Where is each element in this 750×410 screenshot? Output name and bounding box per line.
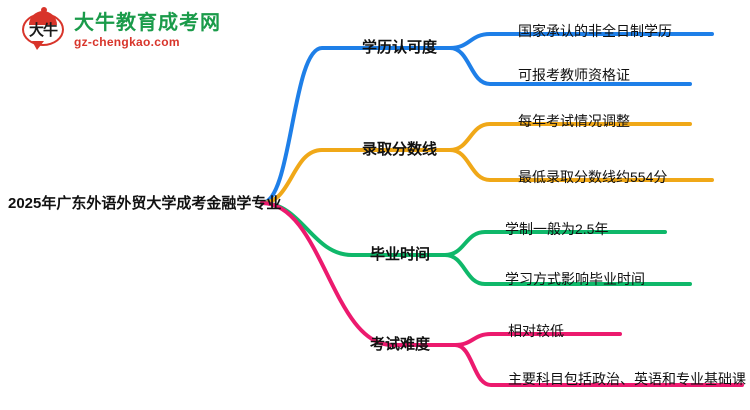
logo-mark-text: 大牛 (28, 22, 58, 39)
mindmap-leaf-1-1: 最低录取分数线约554分 (518, 169, 668, 185)
mindmap-leaf-3-1: 主要科目包括政治、英语和专业基础课 (508, 371, 746, 387)
mindmap-branch-label-2: 毕业时间 (370, 246, 431, 263)
logo-subtitle: gz-chengkao.com (74, 34, 180, 49)
logo-bubble-tail (32, 41, 44, 50)
logo-cap-knob (41, 7, 47, 13)
connector-root-to-branch-0 (260, 46, 452, 205)
mindmap-leaf-2-1: 学习方式影响毕业时间 (505, 271, 645, 287)
mindmap-branch-label-0: 学历认可度 (362, 39, 438, 56)
mindmap-leaf-2-0: 学制一般为2.5年 (505, 221, 609, 237)
logo-bubble-icon: 大牛 (22, 7, 66, 50)
mindmap-leaf-1-0: 每年考试情况调整 (518, 113, 630, 129)
mindmap-leaf-3-0: 相对较低 (508, 323, 564, 339)
logo-title: 大牛教育成考网 (74, 11, 221, 34)
mindmap-branch-label-3: 考试难度 (370, 336, 431, 353)
logo-cap-shape (29, 11, 57, 25)
mindmap-branch-label-1: 录取分数线 (362, 141, 438, 158)
mindmap-leaf-0-0: 国家承认的非全日制学历 (518, 23, 672, 39)
logo-wordmark: 大牛教育成考网 gz-chengkao.com (74, 12, 221, 49)
mindmap-leaf-0-1: 可报考教师资格证 (518, 67, 630, 83)
mindmap-root-node: 2025年广东外语外贸大学成考金融学专业 (8, 195, 282, 212)
connector-root-to-branch-3 (260, 201, 457, 347)
site-logo[interactable]: 大牛 大牛教育成考网 gz-chengkao.com (22, 7, 221, 50)
